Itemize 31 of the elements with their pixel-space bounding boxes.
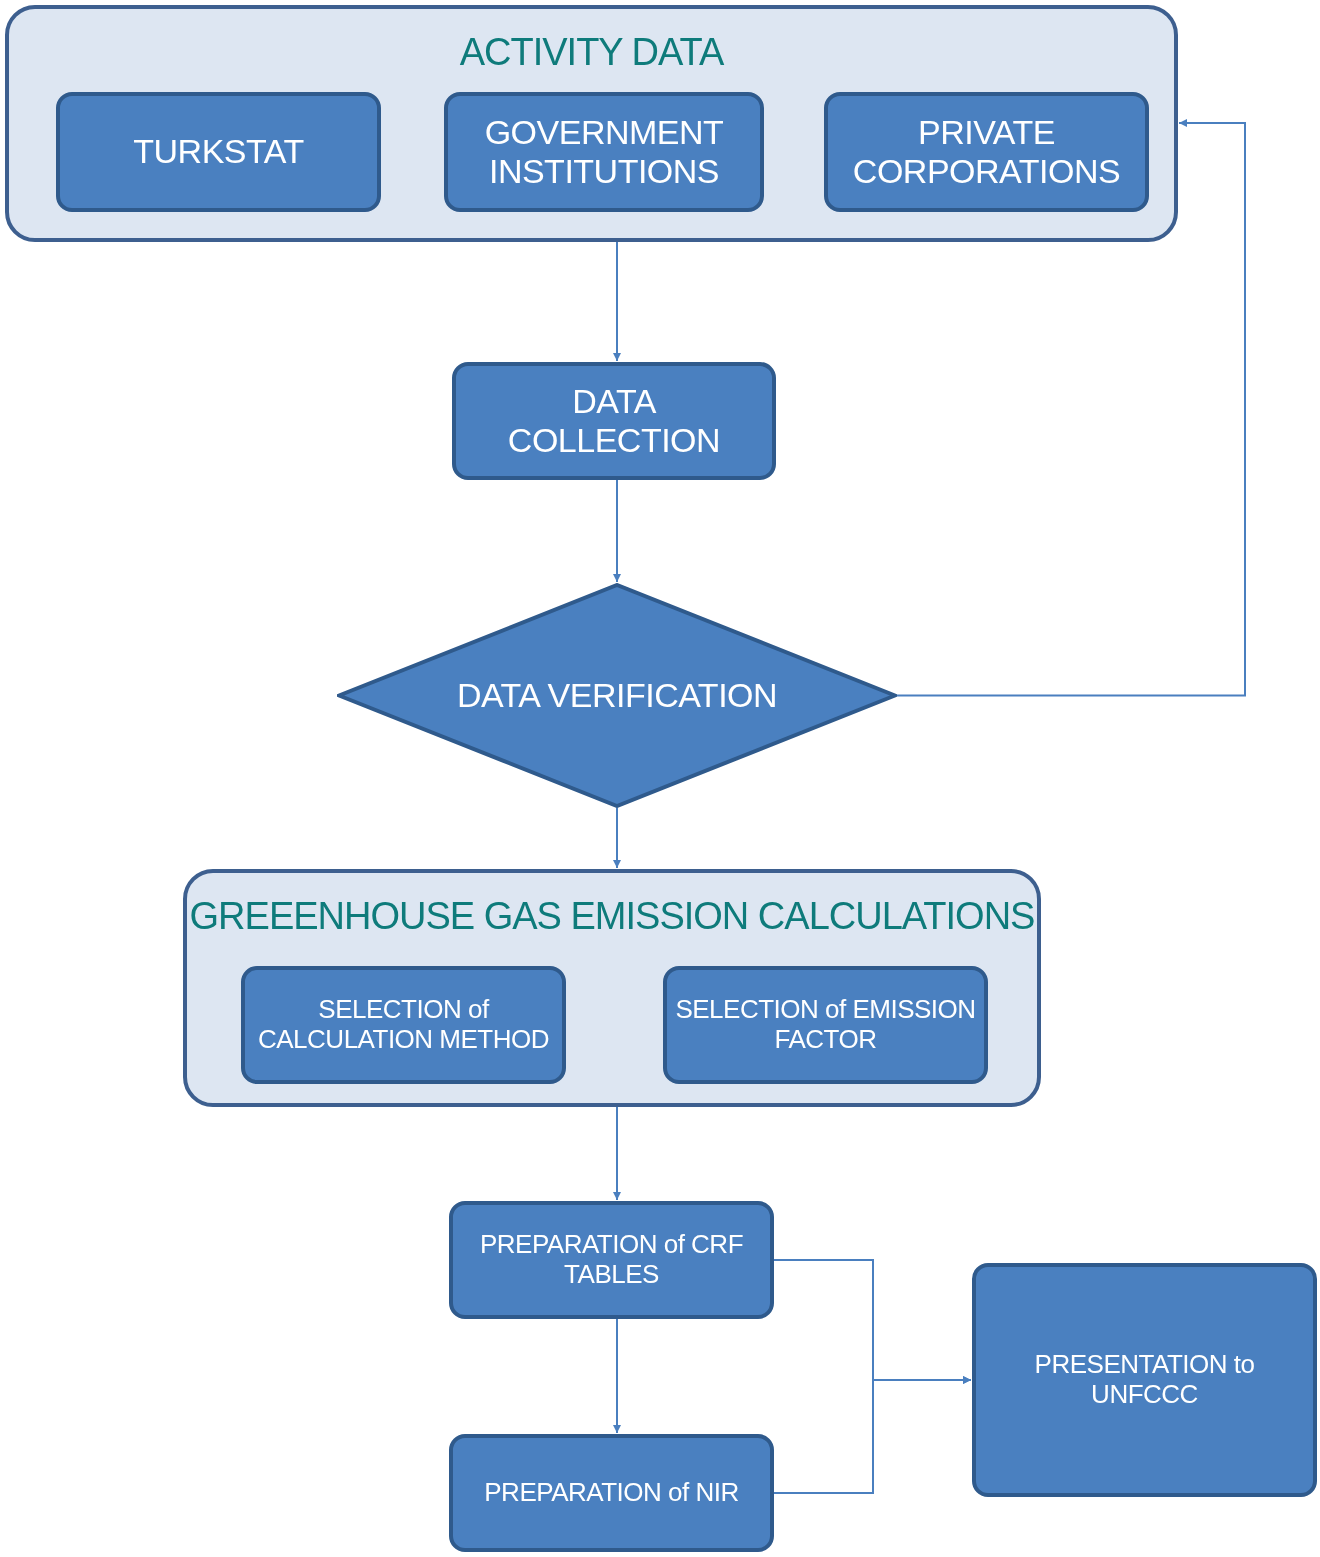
box-label: PRIVATE CORPORATIONS xyxy=(851,112,1122,192)
arrow xyxy=(896,119,1246,697)
process-box xyxy=(972,1263,1317,1497)
arrow xyxy=(613,479,621,583)
box-label: PREPARATION of CRF TABLES xyxy=(478,1230,745,1290)
arrow xyxy=(773,1376,972,1494)
process-box xyxy=(452,362,776,480)
process-box xyxy=(449,1201,774,1319)
arrow xyxy=(613,1106,621,1201)
arrow xyxy=(613,1318,621,1434)
arrow xyxy=(613,241,621,362)
box-label: PRESENTATION to UNFCCC xyxy=(1033,1350,1256,1410)
box-label: DATA VERIFICATION xyxy=(455,675,779,716)
process-box xyxy=(449,1434,774,1552)
box-label: TURKSTAT xyxy=(132,132,305,172)
group-title: ACTIVITY DATA xyxy=(459,31,724,74)
box-label: DATA COLLECTION xyxy=(506,381,722,461)
decision-diamond xyxy=(337,583,897,808)
box-label: GOVERNMENT INSTITUTIONS xyxy=(483,112,725,192)
group-panel xyxy=(5,5,1178,242)
group-title: GREEENHOUSE GAS EMISSION CALCULATIONS xyxy=(189,895,1035,938)
process-box xyxy=(241,966,566,1084)
process-box xyxy=(663,966,988,1084)
group-panel xyxy=(183,869,1041,1107)
process-box xyxy=(444,92,764,212)
box-label: PREPARATION of NIR xyxy=(483,1478,740,1508)
process-box xyxy=(824,92,1149,212)
box-label: SELECTION of EMISSION FACTOR xyxy=(674,995,977,1055)
arrow xyxy=(613,807,621,869)
box-label: SELECTION of CALCULATION METHOD xyxy=(257,995,550,1055)
process-box xyxy=(56,92,381,212)
